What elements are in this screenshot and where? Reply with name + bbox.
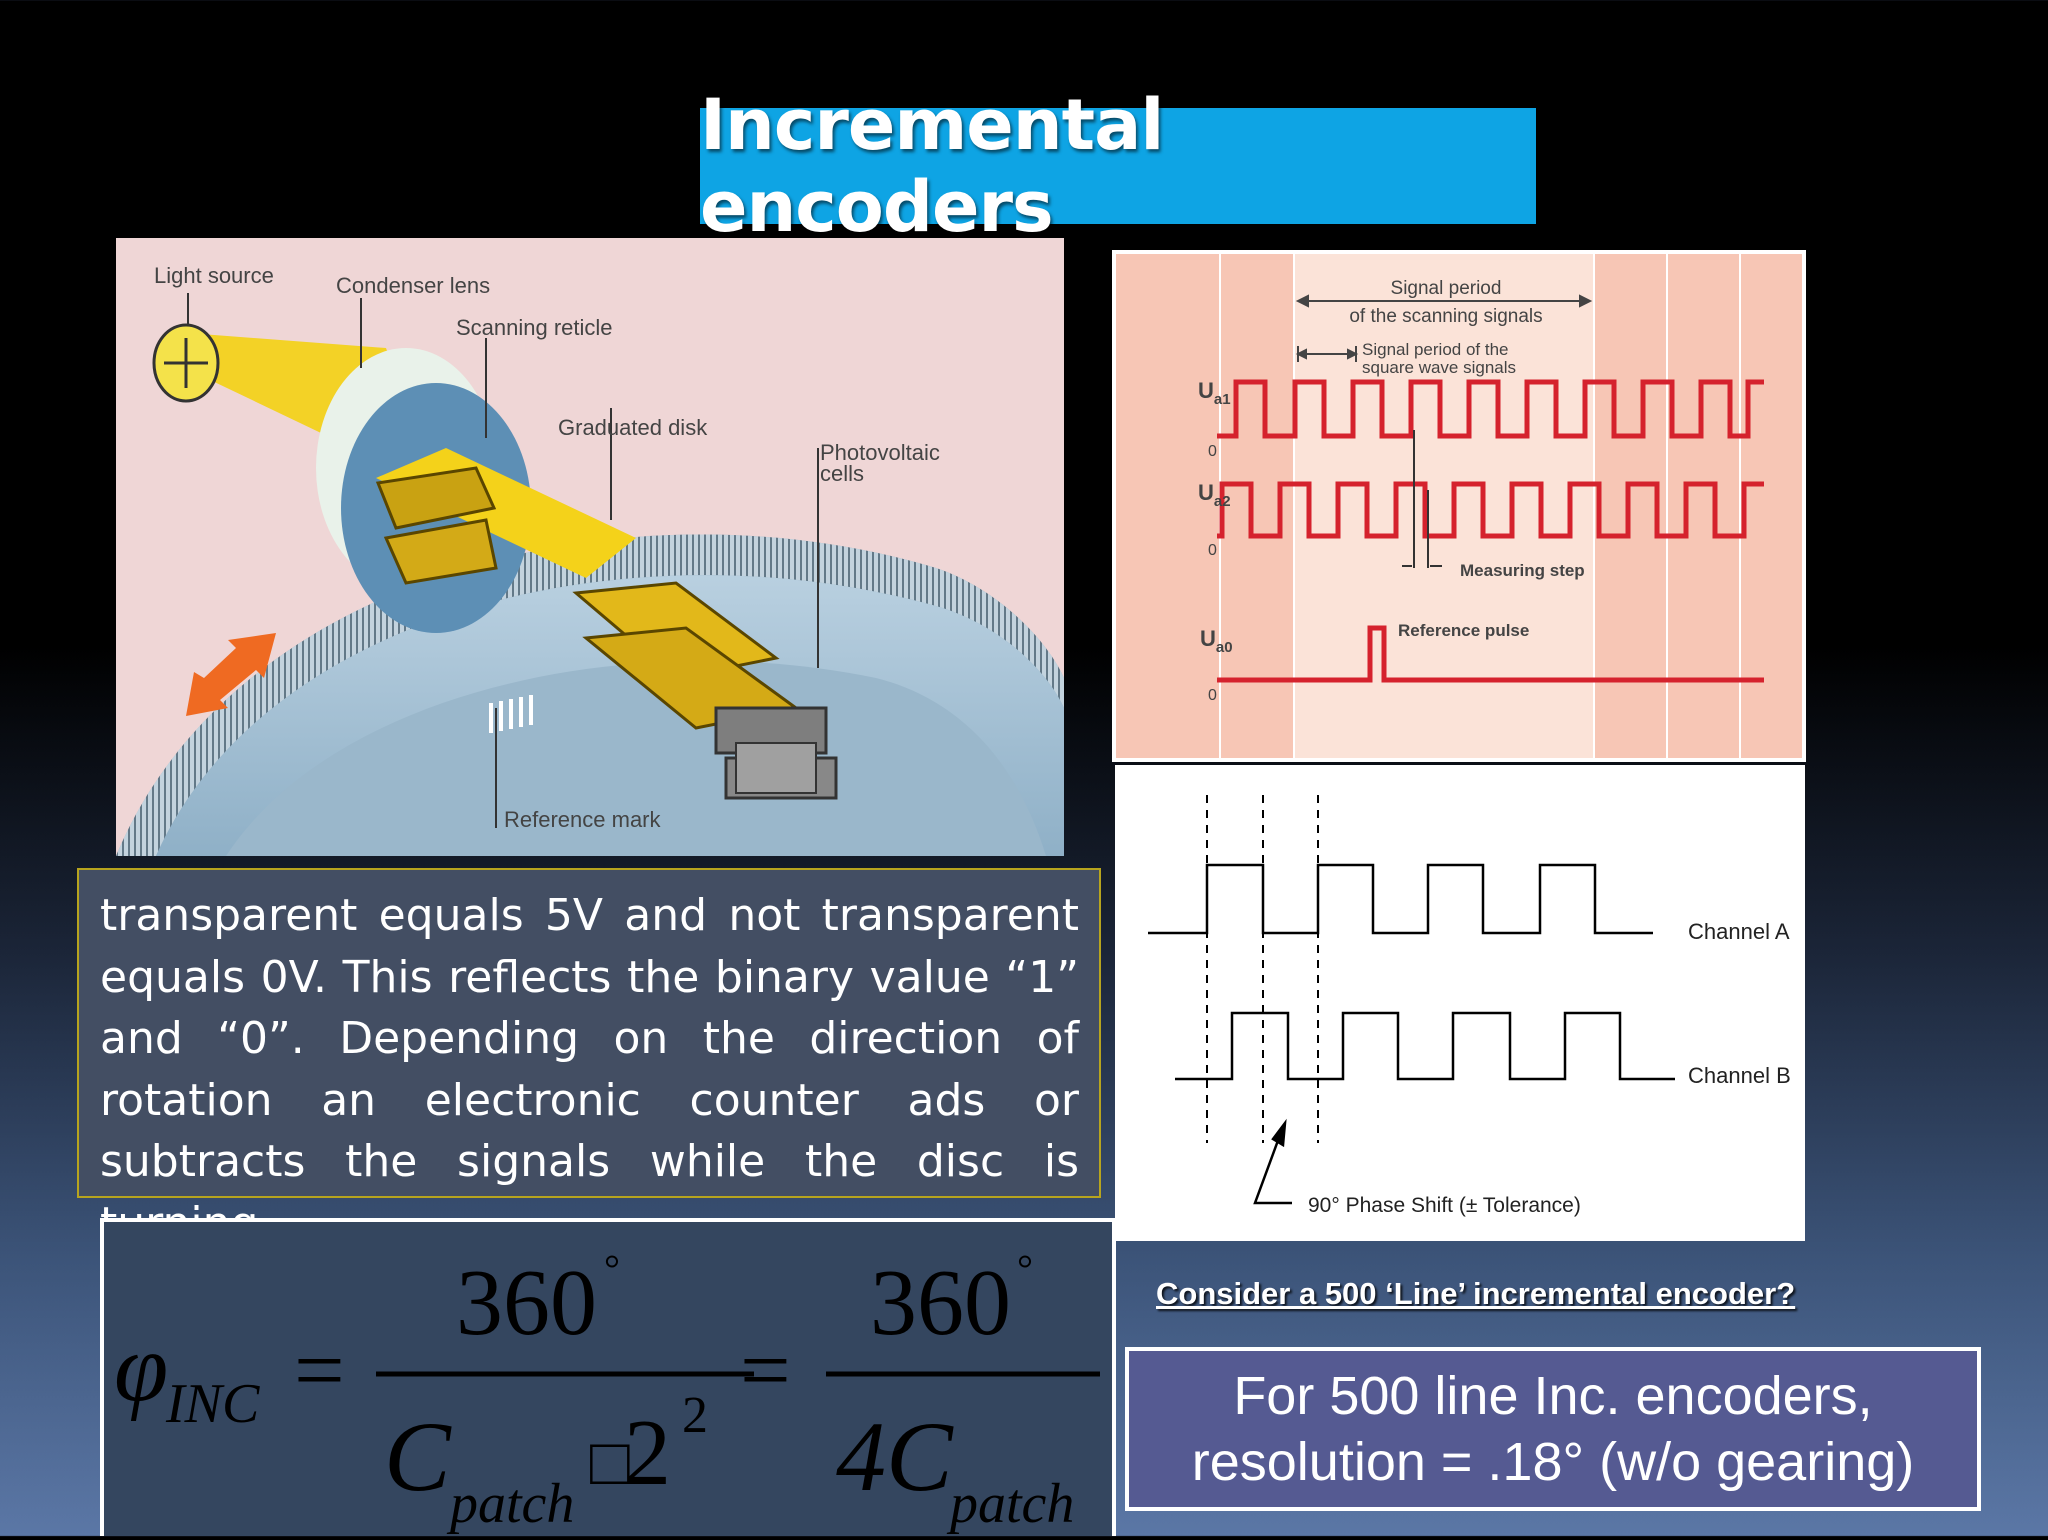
signal-period-band [1294,254,1594,758]
ua0-label: Ua0 [1200,626,1233,656]
ua1-zero: 0 [1208,443,1217,460]
square-waves-label: square wave signals [1362,358,1516,377]
signal-ua2 [1217,481,1764,539]
formula-degree-1: ° [604,1246,620,1291]
channel-b-wave [1175,1011,1675,1081]
signal-period-label: Signal period [1391,278,1502,299]
disk-tick-ring [116,534,1064,856]
rotation-arrow [186,633,276,716]
title-banner: Incremental encoders [700,84,1536,248]
photovoltaic-cells [572,581,838,800]
formula-four-c: 4C [836,1401,954,1512]
reference-mark-lines [489,695,533,733]
signal-diagram-svg: Signal period of the scanning signals Si… [1112,250,1806,762]
signal-ua0 [1217,625,1764,683]
ua2-label: Ua2 [1198,480,1231,510]
ua1-label: Ua1 [1198,378,1231,408]
phase-diagram-svg: Channel A Channel B 90° Phase Shift (± T… [1148,795,1791,1217]
description-box: transparent equals 5V and not transparen… [77,868,1101,1249]
signal-ua1 [1217,379,1764,439]
formula-numerator-2: 360 [870,1251,1011,1355]
channel-a-label: Channel A [1688,919,1790,944]
label-light-source: Light source [154,263,274,288]
channel-phase-diagram: Channel A Channel B 90° Phase Shift (± T… [1115,765,1805,1241]
encoder-illustration-svg: Light source Condenser lens Scanning ret… [116,263,1064,856]
phase-shift-label: 90° Phase Shift (± Tolerance) [1308,1194,1581,1217]
scanning-signal-diagram: Signal period of the scanning signals Si… [1112,250,1806,762]
formula-sub-inc: INC [165,1373,260,1435]
formula-box-glyph: □ [590,1426,630,1499]
reference-pulse-label: Reference pulse [1398,621,1529,640]
formula-patch-2: patch [946,1473,1074,1535]
formula-numerator-1: 360 [456,1251,597,1355]
description-text: transparent equals 5V and not transparen… [100,890,1079,1249]
answer-box: For 500 line Inc. encoders, resolution =… [1125,1347,1981,1511]
question-text: Consider a 500 ‘Line’ incremental encode… [1156,1276,1796,1311]
scanning-signals-label: of the scanning signals [1349,306,1542,327]
label-scanning-reticle: Scanning reticle [456,315,613,340]
ua2-zero: 0 [1208,542,1217,559]
channel-a-wave [1148,863,1653,935]
channel-b-label: Channel B [1688,1063,1791,1088]
label-graduated-disk: Graduated disk [558,415,708,440]
formula-exponent: 2 [682,1387,708,1444]
measuring-step-label: Measuring step [1460,561,1585,580]
formula-c-1: C [384,1401,452,1512]
formula-phi: φ [114,1314,168,1422]
square-period-label: Signal period of the [1362,340,1509,359]
reticle-gratings [375,466,498,585]
answer-line-1: For 500 line Inc. encoders, [1233,1366,1873,1426]
formula-equals-2: = [740,1321,791,1420]
formula-patch-1: patch [446,1473,574,1535]
slide-title: Incremental encoders [700,84,1164,248]
formula-two: 2 [624,1401,671,1505]
disk-inner [226,660,1046,856]
label-reference-mark: Reference mark [504,807,662,832]
label-photovoltaic: Photovoltaic [820,440,940,465]
ua0-zero: 0 [1208,687,1217,704]
answer-line-2: resolution = .18° (w/o gearing) [1191,1432,1915,1492]
resolution-formula: φ INC = 360 ° C patch □ 2 2 = 360 ° 4C p… [100,1218,1116,1536]
label-cells: cells [820,461,864,486]
formula-degree-2: ° [1017,1246,1033,1291]
formula-svg: φ INC = 360 ° C patch □ 2 2 = 360 ° 4C p… [114,1246,1100,1535]
formula-equals-1: = [294,1321,345,1420]
label-condenser-lens: Condenser lens [336,273,490,298]
encoder-illustration: Light source Condenser lens Scanning ret… [116,238,1064,856]
